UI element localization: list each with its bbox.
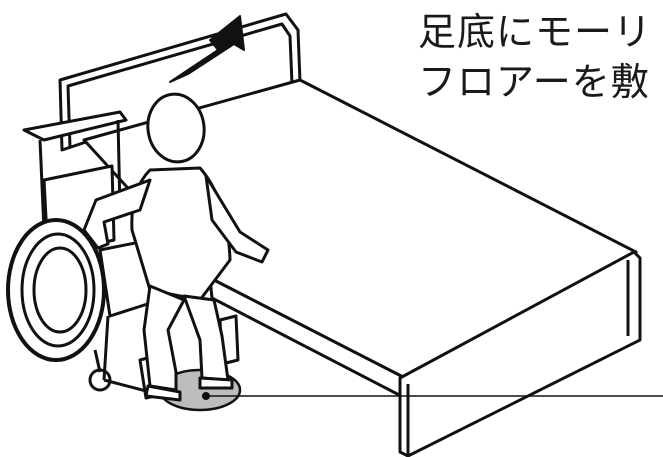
caption-line-1: 足底にモーリ xyxy=(418,10,652,54)
caption-line-2: フロアーを敷 xyxy=(418,60,650,104)
